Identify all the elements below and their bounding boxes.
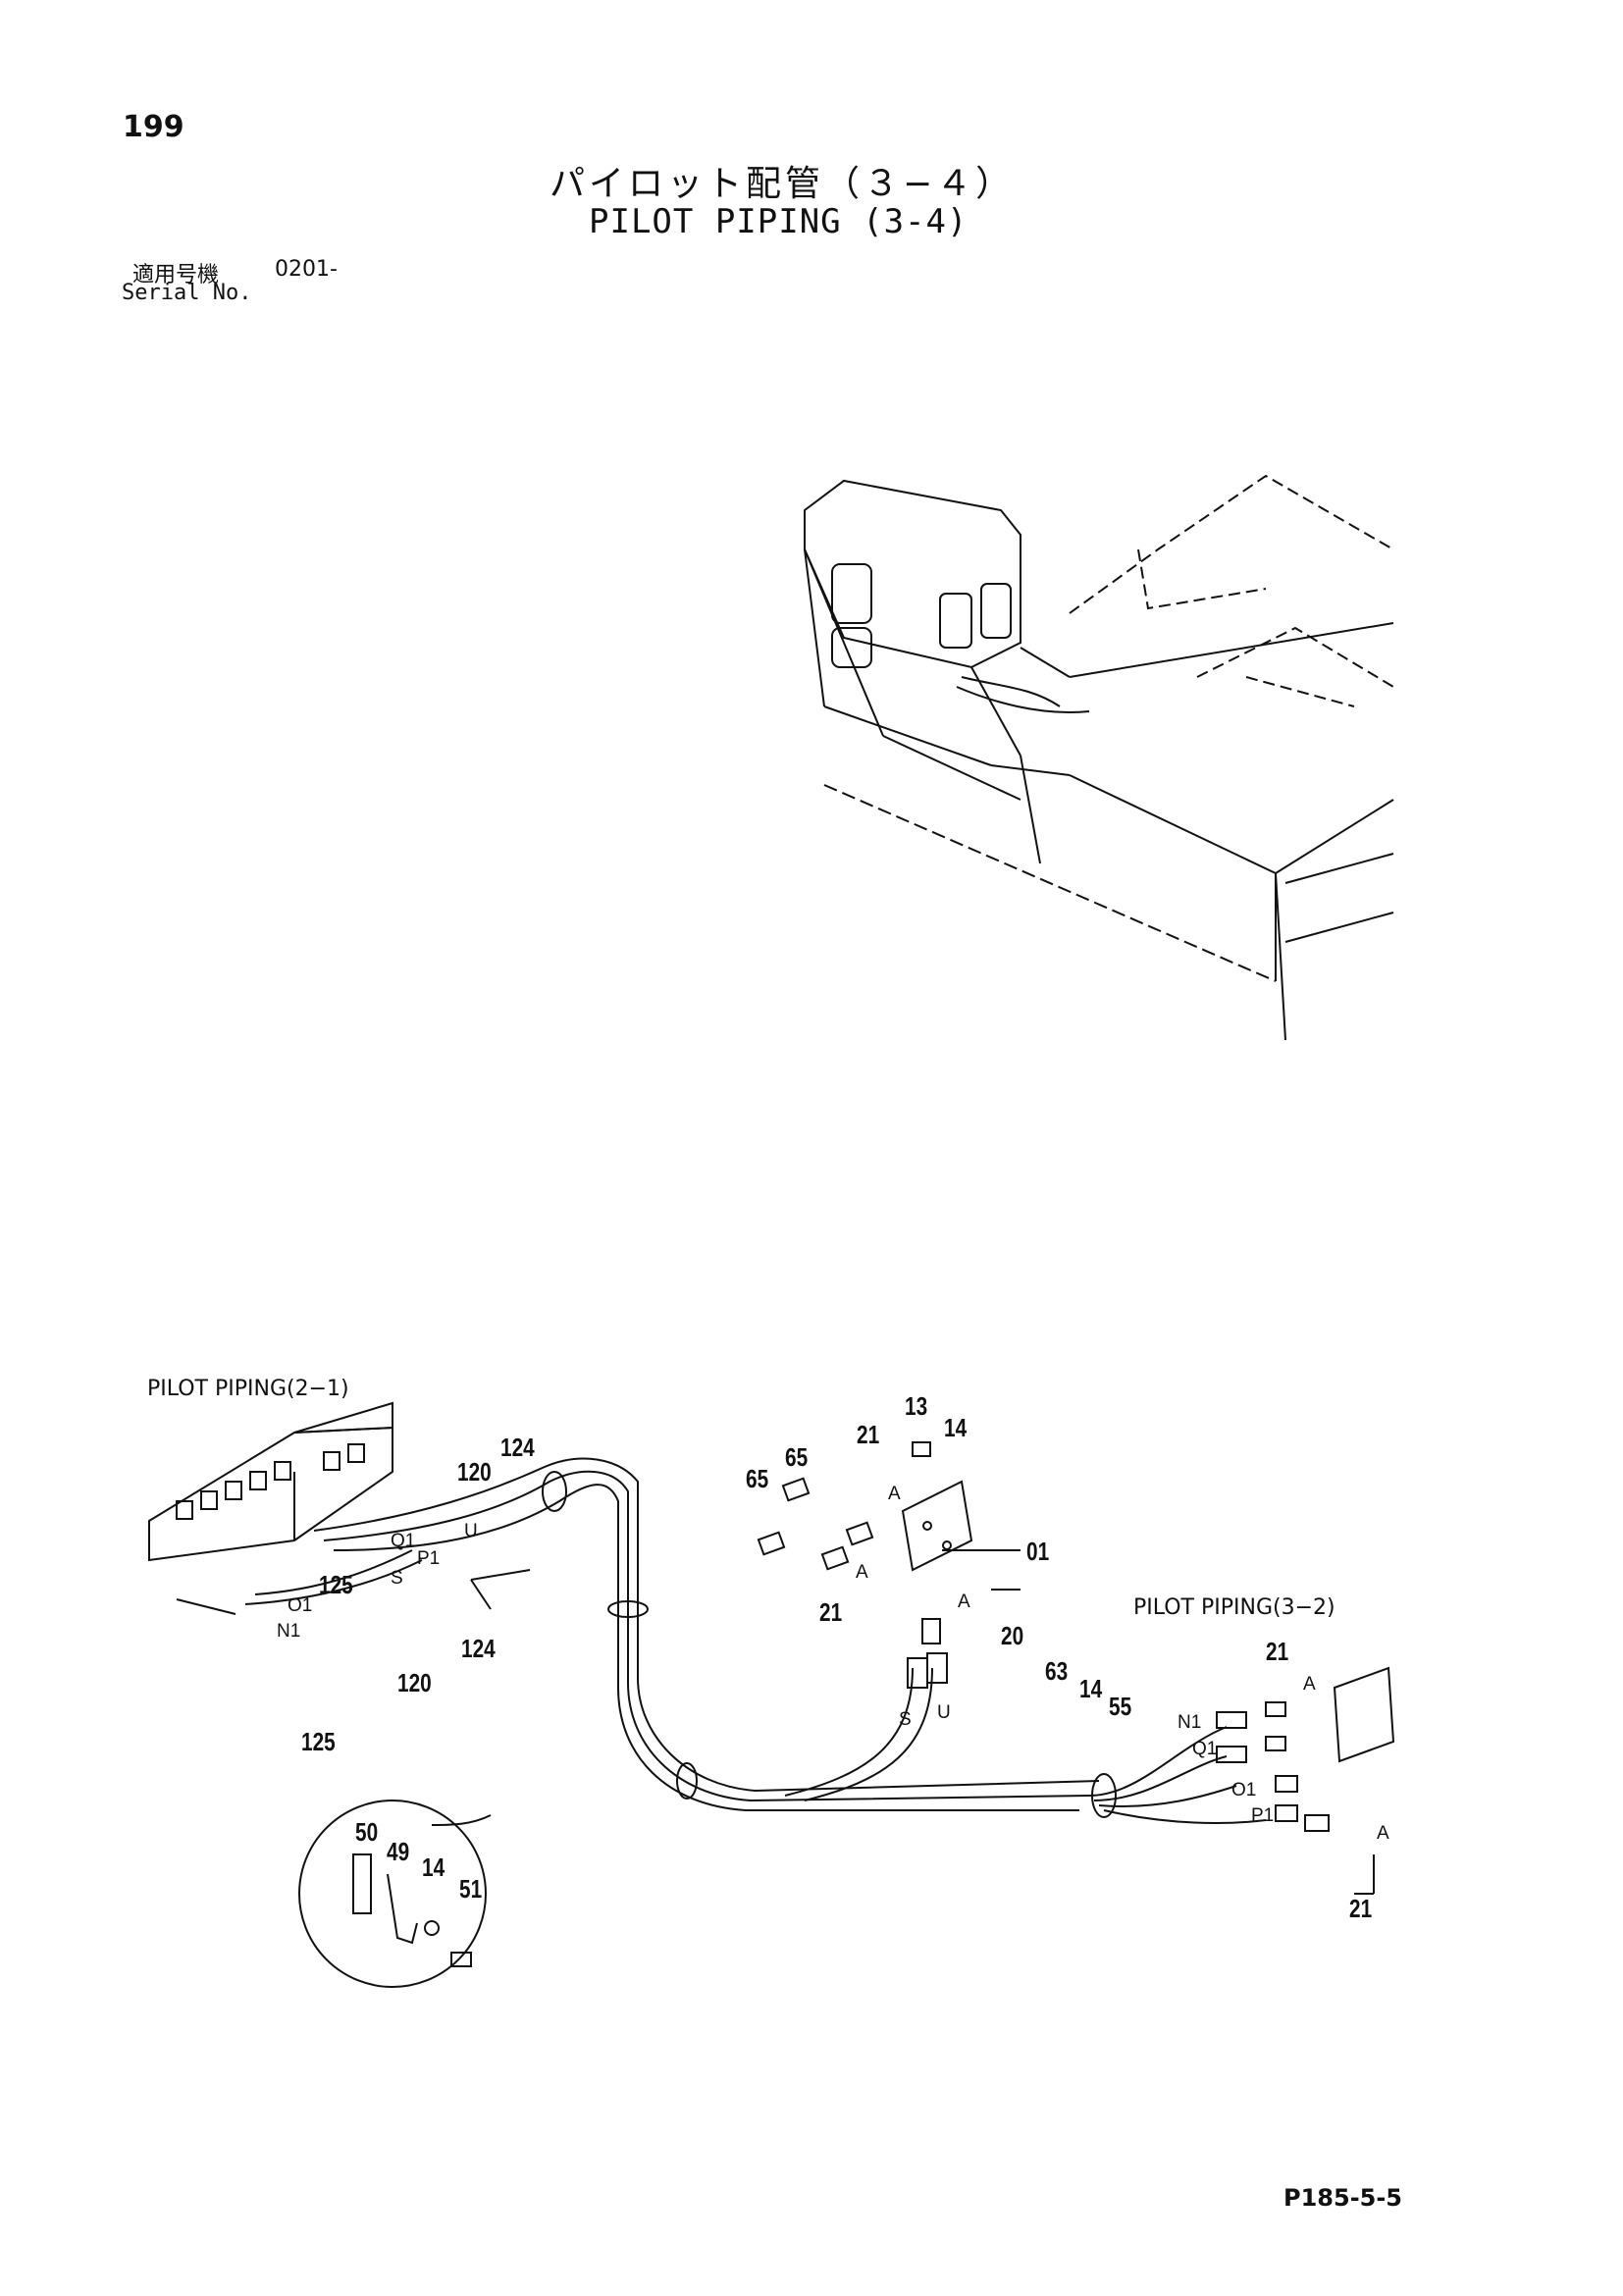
port-label: A <box>1377 1823 1389 1844</box>
part-number-label: 49 <box>387 1837 410 1866</box>
serial-label-japanese: 適用号機 <box>132 263 220 287</box>
port-label: P1 <box>417 1548 441 1569</box>
counterweight-outline <box>1069 474 1394 707</box>
serial-number: 0201- <box>275 257 338 282</box>
cab-pilot-hoses <box>956 676 1090 713</box>
connector-fittings <box>757 1441 931 1571</box>
part-number-label: 21 <box>857 1420 880 1449</box>
port-label: U <box>464 1521 478 1541</box>
footer-page-code: P185-5-5 <box>1283 2184 1403 2212</box>
shuttle-valve-assembly <box>901 1480 973 1689</box>
port-label: S <box>391 1568 403 1589</box>
page-title-english: PILOT PIPING (3-4) <box>589 202 969 241</box>
part-number-label: 14 <box>422 1852 445 1882</box>
port-label: A <box>856 1562 868 1583</box>
port-label: U <box>937 1702 951 1723</box>
page-title-japanese: パイロット配管（３−４） <box>550 164 1016 204</box>
right-valve-block <box>1216 1666 1395 1832</box>
part-number-label: 50 <box>355 1817 379 1847</box>
part-number-label: 120 <box>397 1668 432 1697</box>
part-number-label: 55 <box>1109 1692 1132 1721</box>
part-number-label: 51 <box>459 1874 483 1904</box>
serial-label-english: Serial No. <box>122 281 252 305</box>
part-number-label: 21 <box>1349 1894 1373 1923</box>
part-number-label: 13 <box>905 1391 928 1421</box>
port-label: A <box>888 1484 901 1504</box>
part-number-label: 21 <box>819 1597 843 1627</box>
part-number-label: 125 <box>301 1727 336 1756</box>
hose-bundle <box>244 1457 1267 1824</box>
port-label: N1 <box>1178 1712 1202 1733</box>
port-label: Q1 <box>1192 1739 1218 1759</box>
part-number-label: 124 <box>461 1634 496 1663</box>
port-label: O1 <box>1231 1780 1257 1800</box>
port-label: A <box>958 1592 970 1612</box>
port-label: S <box>899 1709 912 1730</box>
part-number-label: 65 <box>785 1442 809 1472</box>
part-number-label: 63 <box>1045 1656 1069 1686</box>
port-label: O1 <box>288 1595 313 1616</box>
hose-clamps <box>542 1471 1117 1818</box>
control-valve-block <box>148 1401 393 1562</box>
part-number-label: 01 <box>1026 1537 1050 1566</box>
page-number: 199 <box>123 110 184 144</box>
reference-pilot-piping-3-2: PILOT PIPING(3−2) <box>1133 1595 1335 1620</box>
detail-circle <box>298 1800 487 1988</box>
part-number-label: 120 <box>457 1457 492 1487</box>
port-label: Q1 <box>391 1531 416 1551</box>
part-number-label: 14 <box>944 1413 968 1442</box>
valve-fittings <box>176 1443 365 1520</box>
part-number-label: 124 <box>500 1433 535 1462</box>
port-label: N1 <box>277 1621 301 1642</box>
part-number-label: 21 <box>1266 1637 1289 1666</box>
part-number-label: 65 <box>746 1464 769 1493</box>
body-outline <box>804 548 1394 1041</box>
port-label: A <box>1303 1674 1316 1695</box>
part-number-label: 14 <box>1079 1674 1103 1703</box>
cab-outline <box>804 479 1021 801</box>
part-number-label: 125 <box>319 1570 353 1599</box>
reference-pilot-piping-2-1: PILOT PIPING(2−1) <box>147 1377 349 1401</box>
port-label: P1 <box>1251 1805 1275 1826</box>
part-number-label: 20 <box>1001 1621 1024 1650</box>
leader-lines <box>176 1549 1375 1895</box>
